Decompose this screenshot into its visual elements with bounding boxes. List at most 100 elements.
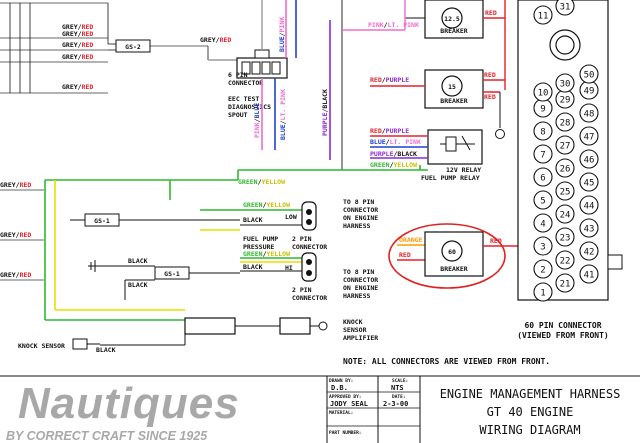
- svg-text:SCALE:: SCALE:: [392, 378, 408, 384]
- pin-3: 3: [533, 236, 553, 256]
- svg-text:EEC TEST: EEC TEST: [228, 95, 259, 103]
- svg-text:47: 47: [584, 132, 595, 142]
- pin-22: 22: [555, 250, 575, 270]
- svg-text:BLUE/LT. PINK: BLUE/LT. PINK: [370, 138, 421, 146]
- gs1-upper-splice: GS-1 GREEN/YELLOW BLACK LOW: [70, 201, 305, 231]
- svg-text:PURPLE/BLACK: PURPLE/BLACK: [321, 89, 329, 136]
- knock-sensor-area: KNOCK SENSOR BLACK KNOCK SENSOR AMPLIFIE…: [18, 309, 378, 354]
- svg-text:23: 23: [560, 233, 571, 243]
- svg-text:GS-1: GS-1: [94, 217, 110, 225]
- svg-text:2: 2: [540, 265, 545, 275]
- svg-text:GREY/RED: GREY/RED: [0, 271, 31, 279]
- svg-text:11: 11: [538, 11, 549, 21]
- svg-text:2 PIN: 2 PIN: [292, 286, 312, 294]
- svg-text:GREY/RED: GREY/RED: [0, 181, 31, 189]
- svg-text:RED: RED: [484, 71, 496, 79]
- svg-text:CONNECTOR: CONNECTOR: [292, 243, 327, 251]
- pin-4: 4: [533, 213, 553, 233]
- pin-44: 44: [579, 195, 599, 215]
- svg-text:28: 28: [560, 118, 571, 128]
- gs2-label: GS-2: [125, 43, 141, 51]
- svg-text:GT 40 ENGINE: GT 40 ENGINE: [487, 405, 574, 419]
- pin-27: 27: [555, 135, 575, 155]
- svg-text:D.B.: D.B.: [331, 384, 348, 392]
- svg-text:BREAKER: BREAKER: [440, 97, 467, 105]
- svg-text:RED: RED: [485, 9, 497, 17]
- pin-8: 8: [533, 121, 553, 141]
- svg-text:ON ENGINE: ON ENGINE: [343, 214, 378, 222]
- pin-45: 45: [579, 172, 599, 192]
- svg-text:RED/PURPLE: RED/PURPLE: [370, 127, 409, 135]
- svg-text:CONNECTOR: CONNECTOR: [292, 294, 327, 302]
- svg-text:10: 10: [538, 88, 549, 98]
- svg-text:GREEN/YELLOW: GREEN/YELLOW: [370, 161, 417, 169]
- svg-text:6 PIN: 6 PIN: [228, 71, 248, 79]
- svg-text:TO 8 PIN: TO 8 PIN: [343, 198, 374, 206]
- svg-text:31: 31: [560, 2, 571, 12]
- svg-text:12.5: 12.5: [444, 15, 460, 23]
- pin-29: 29: [555, 89, 575, 109]
- low-pressure-switch: [301, 201, 317, 231]
- svg-text:(VIEWED FROM FRONT): (VIEWED FROM FRONT): [517, 331, 609, 340]
- pin-28: 28: [555, 112, 575, 132]
- svg-text:CONNECTOR: CONNECTOR: [343, 206, 378, 214]
- pin-25: 25: [555, 181, 575, 201]
- svg-text:DRAWN BY:: DRAWN BY:: [329, 378, 353, 384]
- svg-text:PART NUMBER:: PART NUMBER:: [329, 430, 362, 436]
- svg-text:6: 6: [540, 173, 545, 183]
- svg-text:GREY/RED: GREY/RED: [62, 41, 93, 49]
- svg-text:GREEN/YELLOW: GREEN/YELLOW: [243, 250, 290, 258]
- svg-text:WIRING DIAGRAM: WIRING DIAGRAM: [479, 423, 580, 437]
- svg-text:GREY/RED: GREY/RED: [62, 30, 93, 38]
- svg-text:24: 24: [560, 210, 571, 220]
- svg-text:GS-1: GS-1: [164, 270, 180, 278]
- pin-31: 31: [555, 0, 575, 16]
- svg-text:1: 1: [540, 288, 545, 298]
- svg-text:9: 9: [540, 104, 545, 114]
- svg-text:46: 46: [584, 155, 595, 165]
- svg-text:HARNESS: HARNESS: [343, 222, 370, 230]
- svg-text:JODY SEAL: JODY SEAL: [330, 400, 368, 408]
- svg-text:5: 5: [540, 196, 545, 206]
- svg-text:3: 3: [540, 242, 545, 252]
- svg-text:SPOUT: SPOUT: [228, 111, 248, 119]
- svg-text:7: 7: [540, 150, 545, 160]
- gs2-splice: GS-2: [115, 39, 151, 53]
- svg-text:PURPLE/BLACK: PURPLE/BLACK: [370, 150, 417, 158]
- svg-text:12V RELAY: 12V RELAY: [446, 166, 481, 174]
- svg-text:HI: HI: [285, 264, 293, 272]
- pin-49: 49: [579, 80, 599, 100]
- svg-text:DATE:: DATE:: [392, 394, 406, 400]
- fuel-pump-relay: 12V RELAY FUEL PUMP RELAY: [421, 129, 483, 182]
- svg-text:BLUE/LT. PINK: BLUE/LT. PINK: [279, 89, 287, 140]
- svg-text:DIAGNOSTICS: DIAGNOSTICS: [228, 103, 271, 111]
- svg-text:41: 41: [584, 270, 595, 280]
- sixty-pin-connector: 1234567891011212223242526272829303141424…: [517, 0, 623, 340]
- svg-text:NTS: NTS: [391, 384, 404, 392]
- svg-text:15: 15: [448, 83, 456, 91]
- svg-text:GREY/RED: GREY/RED: [0, 231, 31, 239]
- breaker-12-5: 12.5 BREAKER RED: [405, 0, 506, 90]
- breaker-60: ORANGE RED 60 BREAKER RED: [388, 223, 518, 289]
- svg-text:KNOCK SENSOR: KNOCK SENSOR: [18, 342, 65, 350]
- svg-text:BLACK: BLACK: [128, 257, 148, 265]
- svg-text:FUEL PUMP RELAY: FUEL PUMP RELAY: [421, 174, 480, 182]
- svg-text:45: 45: [584, 178, 595, 188]
- fuel-pump-pressure-labels: FUEL PUMP PRESSURE 2 PIN CONNECTOR GREEN…: [240, 235, 327, 272]
- svg-text:MATERIAL:: MATERIAL:: [329, 410, 353, 416]
- svg-text:30: 30: [560, 79, 571, 89]
- hi-pressure-switch: 2 PIN CONNECTOR: [292, 252, 327, 302]
- svg-text:60 PIN CONNECTOR: 60 PIN CONNECTOR: [524, 321, 601, 330]
- pin-50: 50: [579, 64, 599, 84]
- svg-text:BREAKER: BREAKER: [440, 27, 467, 35]
- svg-text:GREY/RED: GREY/RED: [62, 23, 93, 31]
- svg-text:2-3-00: 2-3-00: [383, 400, 408, 408]
- svg-text:GREEN/YELLOW: GREEN/YELLOW: [243, 201, 290, 209]
- svg-text:APPROVED BY:: APPROVED BY:: [329, 394, 362, 400]
- svg-text:AMPLIFIER: AMPLIFIER: [343, 334, 378, 342]
- svg-text:PINK/LT. PINK: PINK/LT. PINK: [368, 21, 419, 29]
- svg-text:26: 26: [560, 164, 571, 174]
- svg-text:RED/PURPLE: RED/PURPLE: [370, 76, 409, 84]
